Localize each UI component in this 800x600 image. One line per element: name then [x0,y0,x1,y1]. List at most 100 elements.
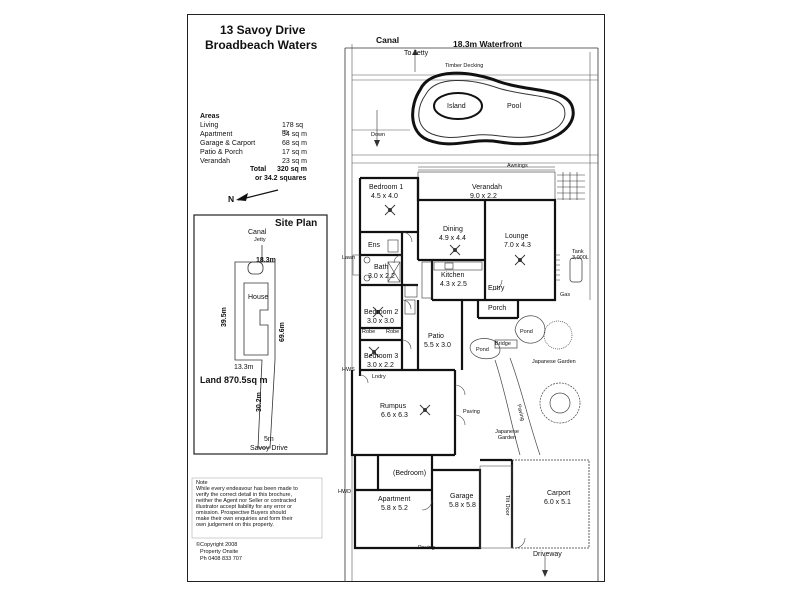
kitchen-fixtures [421,261,483,299]
bridge-outline [494,339,518,349]
japanese-garden-features [469,315,581,456]
bridge-label: Bridge [495,341,511,347]
site-plan-lot [234,245,276,449]
area-name: Living [200,122,219,129]
area-name: Verandah [200,158,230,165]
garage-name: Garage [450,493,474,500]
ceiling-fans [368,204,526,416]
site-land-area: Land 870.5sq m [200,375,268,385]
address-line-2: Broadbeach Waters [205,38,318,52]
address-line-1: 13 Savoy Drive [220,23,306,37]
copyright-line-2: Property Onsite [200,549,239,555]
tree-plant-icon [539,382,581,424]
note-line: neither the Agent nor Seller or contract… [196,498,297,504]
verandah-name: Verandah [472,184,502,191]
site-side-right: 69.6m [279,322,286,342]
site-street-label: Savoy Drive [250,445,288,452]
japanese-garden-2-label: Japanese Garden [495,429,519,441]
bath-name: Bath [374,264,389,271]
water-tank-icon [569,257,583,283]
timber-decking [352,74,598,164]
rumpus-size: 6.6 x 6.3 [381,412,408,419]
jetty-arrow-icon [412,49,418,55]
hws-label: HWS [342,367,355,373]
apartment-bedroom-label: (Bedroom) [393,470,427,477]
gas-label: Gas [560,292,571,298]
bedroom1-size: 4.5 x 4.0 [371,193,398,200]
area-value: 34 sq m [282,131,307,138]
paving-1-label: Paving [463,409,480,415]
pond-2-label: Pond [476,347,489,353]
verandah-steps [557,172,585,200]
site-jetty-label: Jetty [254,237,266,243]
areas-heading: Areas [200,113,220,120]
bedroom3-size: 3.0 x 2.2 [367,362,394,369]
japanese-garden-1-label: Japanese Garden [532,359,576,365]
note-line: make their own enquiries and form their [196,516,293,522]
area-name: Patio & Porch [200,149,243,156]
area-name: Apartment [200,131,233,138]
island-outline [433,92,483,120]
site-canal-label: Canal [248,229,267,236]
bath-size: 3.0 x 2.2 [368,273,395,280]
waterfront-label: 18.3m Waterfront [453,39,523,49]
garage-size: 5.8 x 5.8 [449,502,476,509]
hwd-label: HWD [338,489,352,495]
note-line: While every endeavour has been made to [196,486,298,492]
note-line: own judgement on this property. [196,522,274,528]
dining-name: Dining [443,226,463,233]
lawn-label: Lawn [342,255,356,261]
entry-label: Entry [488,285,505,292]
door-swings [359,231,526,549]
ensuite-label: Ens [368,242,381,249]
compass-label: N [228,194,235,204]
pool-outline [411,71,575,146]
lounge-name: Lounge [505,233,529,240]
island-label: Island [447,103,466,110]
laundry-label: Lndry [372,374,386,380]
patio-name: Patio [428,333,444,340]
lounge-size: 7.0 x 4.3 [504,242,531,249]
area-value: 178 sq m [282,122,304,136]
note-line: verify the correct detail in this brochu… [196,492,292,498]
note-box [191,477,323,539]
area-value: 68 sq m [282,140,307,147]
site-frontage: 5m [264,436,274,443]
driveway-label: Driveway [533,551,562,558]
pond-2-outline [469,338,501,360]
bedroom2-name: Bedroom 2 [364,309,399,316]
note-line: omission. Prospective Buyers should [196,510,286,516]
site-plan-title: Site Plan [275,218,318,229]
canal-label: Canal [376,35,400,45]
site-side-lower: 30.2m [256,392,263,412]
site-side-left: 39.5m [221,307,228,327]
copyright-line-3: Ph 0408 833 707 [200,556,242,562]
total-value: 320 sq m [277,166,307,173]
tilt-door-label: Tilt Door [504,495,510,516]
total-label: Total [250,166,267,173]
note-line: Note [196,480,208,486]
verandah-size: 9.0 x 2.2 [470,193,497,200]
note-line: illustrator accept liability for any err… [196,504,292,510]
bathroom-fixtures [363,239,418,315]
bedroom1-name: Bedroom 1 [369,184,404,191]
carport-name: Carport [547,490,571,497]
area-value: 17 sq m [282,149,307,156]
pool-label: Pool [507,103,522,110]
bedroom2-size: 3.0 x 3.0 [367,318,394,325]
roller-door [479,465,513,549]
to-jetty-label: To Jetty [404,50,429,57]
apartment-name: Apartment [378,496,411,503]
paving-3-label: Paving [418,545,435,551]
squares-label: or 34.2 squares [255,175,307,182]
patio-size: 5.5 x 3.0 [424,342,451,349]
timber-decking-label: Timber Decking [445,63,484,69]
apartment-size: 5.8 x 5.2 [381,505,408,512]
down-label: Down [371,132,386,138]
robe-1-label: Robe [362,329,376,335]
bedroom3-name: Bedroom 3 [364,353,399,360]
lounge-window [555,254,560,281]
area-value: 23 sq m [282,158,307,165]
site-plan-box [193,214,328,455]
